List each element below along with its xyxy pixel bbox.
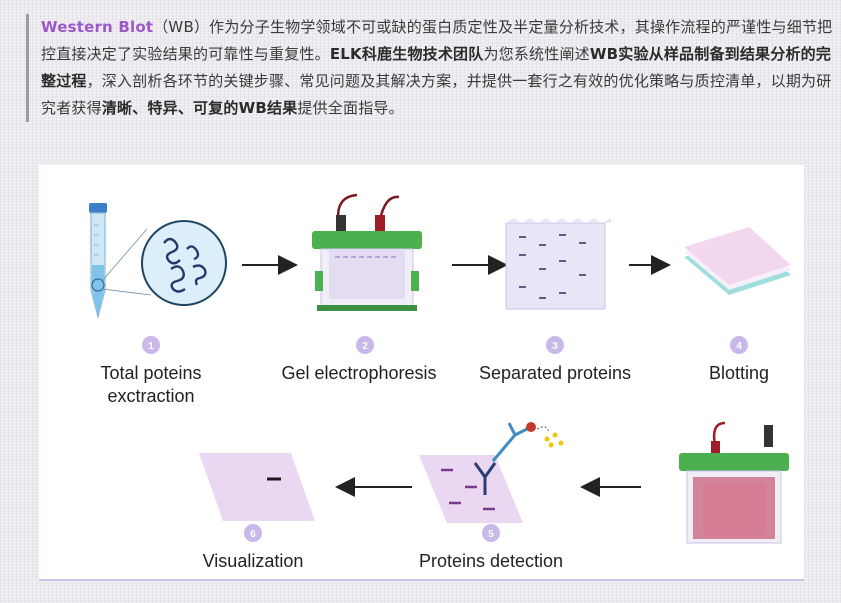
step-6-label: Visualization bbox=[203, 551, 304, 571]
step-1-label-line2: exctraction bbox=[107, 386, 194, 406]
gel-electrophoresis-icon bbox=[312, 193, 422, 311]
intro-text-2: 为您系统性阐述 bbox=[483, 45, 590, 63]
protein-detection-icon bbox=[419, 422, 564, 523]
badge-step-3 bbox=[546, 336, 564, 354]
badge-num-3: 3 bbox=[552, 341, 558, 352]
badge-num-1: 1 bbox=[148, 341, 154, 352]
intro-paragraph: Western Blot（WB）作为分子生物学领域不可或缺的蛋白质定性及半定量分… bbox=[26, 14, 833, 122]
badge-num-6: 6 bbox=[250, 529, 256, 540]
intro-bold-result: 清晰、特异、可复的WB结果 bbox=[101, 99, 298, 117]
step-4-label: Blotting bbox=[709, 363, 769, 383]
badge-num-5: 5 bbox=[488, 529, 494, 540]
step-5-label: Proteins detection bbox=[419, 551, 563, 571]
zoom-line-bottom bbox=[101, 288, 152, 296]
intro-text-3: ，深入剖析各环节的关键步骤、常见问题及其解决方案，并提供一套行之有效的优化策略与… bbox=[41, 72, 832, 117]
transfer-tank-icon bbox=[679, 421, 789, 544]
badge-num-4: 4 bbox=[736, 341, 742, 352]
badge-step-2 bbox=[356, 336, 374, 354]
badge-num-2: 2 bbox=[362, 341, 368, 352]
badge-step-6 bbox=[244, 524, 262, 542]
blotting-membrane-icon bbox=[684, 227, 791, 295]
intro-text-1: （WB）作为分子生物学领域不可或缺的蛋白质定性及半定量分析技术，其操作流程的严谨… bbox=[41, 18, 833, 63]
protein-zoom-circle-icon bbox=[141, 220, 227, 306]
brand-western-blot: Western Blot bbox=[41, 18, 154, 36]
badge-step-5 bbox=[482, 524, 500, 542]
badge-step-1 bbox=[142, 336, 160, 354]
intro-text-4: 提供全面指导。 bbox=[297, 99, 404, 117]
wb-workflow-diagram: 1 2 3 4 Total poteins exctraction Gel el… bbox=[39, 165, 804, 581]
tube-icon bbox=[89, 203, 107, 320]
step-1-label-line1: Total poteins bbox=[100, 363, 201, 383]
step-2-label: Gel electrophoresis bbox=[281, 363, 436, 383]
badge-step-4 bbox=[730, 336, 748, 354]
workflow-svg: 1 2 3 4 Total poteins exctraction Gel el… bbox=[89, 193, 791, 571]
separated-proteins-gel-icon bbox=[505, 218, 611, 310]
visualization-membrane-icon bbox=[199, 453, 315, 521]
zoom-line-top bbox=[101, 228, 148, 282]
intro-bold-elk: ELK科鹿生物技术团队 bbox=[329, 45, 484, 63]
intro-bold-process: WB实验从样品制备到结果分析的完整过程 bbox=[41, 45, 832, 90]
step-3-label: Separated proteins bbox=[479, 363, 631, 383]
